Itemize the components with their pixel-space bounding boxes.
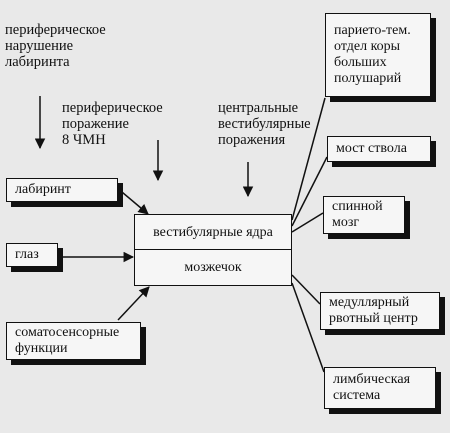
box-medullary-vomit: медуллярный рвотный центр xyxy=(320,292,440,330)
box-labyrinth: лабиринт xyxy=(6,178,118,202)
line-cerebellum-to-medullary xyxy=(291,274,321,305)
box-cerebellum: мозжечок xyxy=(134,249,292,286)
box-spinal-cord-text: спинной мозг xyxy=(332,199,383,230)
box-medullary-vomit-text: медуллярный рвотный центр xyxy=(329,295,418,326)
box-vestibular-nuclei: вестибулярные ядра xyxy=(134,214,292,251)
label-peripheral-8cn: периферическое поражение 8 ЧМН xyxy=(62,100,163,148)
box-labyrinth-text: лабиринт xyxy=(15,182,71,197)
box-somatosensory: соматосенсорные функции xyxy=(6,322,141,360)
box-parieto-temporal: парието-тем. отдел коры больших полушари… xyxy=(325,13,431,97)
box-cerebellum-text: мозжечок xyxy=(184,259,242,275)
box-somatosensory-text: соматосенсорные функции xyxy=(15,325,120,356)
arrow-somatosensory-to-cerebellum xyxy=(117,286,150,321)
label-central-vestibular: центральные вестибулярные поражения xyxy=(218,100,311,148)
box-limbic: лимбическая система xyxy=(324,367,436,409)
line-cerebellum-to-limbic xyxy=(291,282,325,373)
label-peripheral-labyrinth: периферическое нарушение лабиринта xyxy=(5,22,106,70)
line-nuclei-to-parieto xyxy=(291,97,326,221)
line-nuclei-to-pons xyxy=(291,156,328,227)
box-eye-text: глаз xyxy=(15,247,39,262)
box-vestibular-nuclei-text: вестибулярные ядра xyxy=(153,224,273,240)
box-pons-text: мост ствола xyxy=(336,141,407,156)
box-spinal-cord: спинной мозг xyxy=(323,196,405,234)
arrow-labyrinth-to-nuclei xyxy=(115,186,149,215)
box-parieto-temporal-text: парието-тем. отдел коры больших полушари… xyxy=(334,23,411,86)
line-nuclei-to-spinal xyxy=(291,212,324,233)
box-eye: глаз xyxy=(6,243,58,267)
box-pons: мост ствола xyxy=(327,136,431,162)
box-limbic-text: лимбическая система xyxy=(333,372,411,403)
